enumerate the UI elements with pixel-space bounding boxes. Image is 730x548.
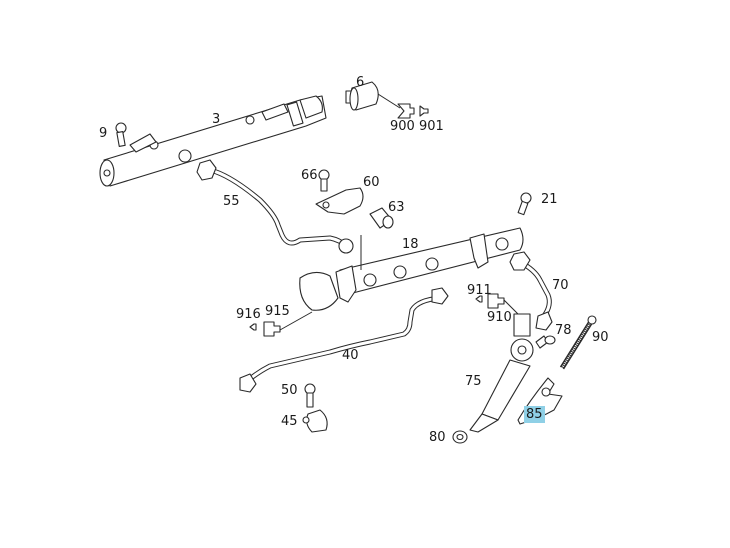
part-label-55[interactable]: 55 (223, 194, 240, 209)
bolt-50[interactable] (304, 383, 316, 408)
clip-45[interactable] (302, 409, 328, 433)
fuel-rail-upper[interactable] (99, 95, 327, 187)
part-label-45[interactable]: 45 (281, 414, 298, 429)
connector-915[interactable] (263, 311, 313, 337)
o-ring-78[interactable] (544, 335, 556, 345)
bolt-9[interactable] (115, 122, 127, 147)
part-label-75[interactable]: 75 (465, 374, 482, 389)
part-label-3[interactable]: 3 (212, 112, 221, 127)
part-label-916[interactable]: 916 (236, 307, 261, 322)
pin-901[interactable] (419, 105, 429, 117)
part-label-910[interactable]: 910 (487, 310, 512, 325)
pin-916[interactable] (249, 323, 257, 331)
part-label-18[interactable]: 18 (402, 237, 419, 252)
fuel-line-55[interactable] (196, 159, 354, 254)
part-label-21[interactable]: 21 (541, 192, 558, 207)
connector-910[interactable] (487, 293, 521, 317)
injector-line-70[interactable] (509, 251, 553, 331)
stud-90[interactable] (559, 315, 597, 370)
bolt-66[interactable] (318, 169, 330, 192)
connector-900[interactable] (397, 103, 415, 119)
part-label-90[interactable]: 90 (592, 330, 609, 345)
part-label-915[interactable]: 915 (265, 304, 290, 319)
part-label-900[interactable]: 900 (390, 119, 415, 134)
part-label-911[interactable]: 911 (467, 283, 492, 298)
part-label-40[interactable]: 40 (342, 348, 359, 363)
pin-911[interactable] (475, 295, 483, 303)
injector-75[interactable] (469, 313, 549, 433)
bracket-60[interactable] (315, 187, 364, 215)
bolt-21[interactable] (517, 192, 532, 216)
part-label-80[interactable]: 80 (429, 430, 446, 445)
fuel-line-40[interactable] (239, 287, 449, 393)
part-label-78[interactable]: 78 (555, 323, 572, 338)
seal-washer-80[interactable] (452, 430, 468, 444)
part-label-60[interactable]: 60 (363, 175, 380, 190)
part-label-50[interactable]: 50 (281, 383, 298, 398)
part-label-66[interactable]: 66 (301, 168, 318, 183)
part-label-6[interactable]: 6 (356, 75, 365, 90)
part-label-63[interactable]: 63 (388, 200, 405, 215)
part-label-85-highlighted[interactable]: 85 (524, 406, 545, 423)
part-label-901[interactable]: 901 (419, 119, 444, 134)
bushing-63[interactable] (369, 207, 394, 229)
part-label-9[interactable]: 9 (99, 126, 108, 141)
part-label-70[interactable]: 70 (552, 278, 569, 293)
pressure-sensor-6[interactable] (345, 81, 401, 111)
fuel-rail-lower[interactable] (299, 227, 524, 311)
